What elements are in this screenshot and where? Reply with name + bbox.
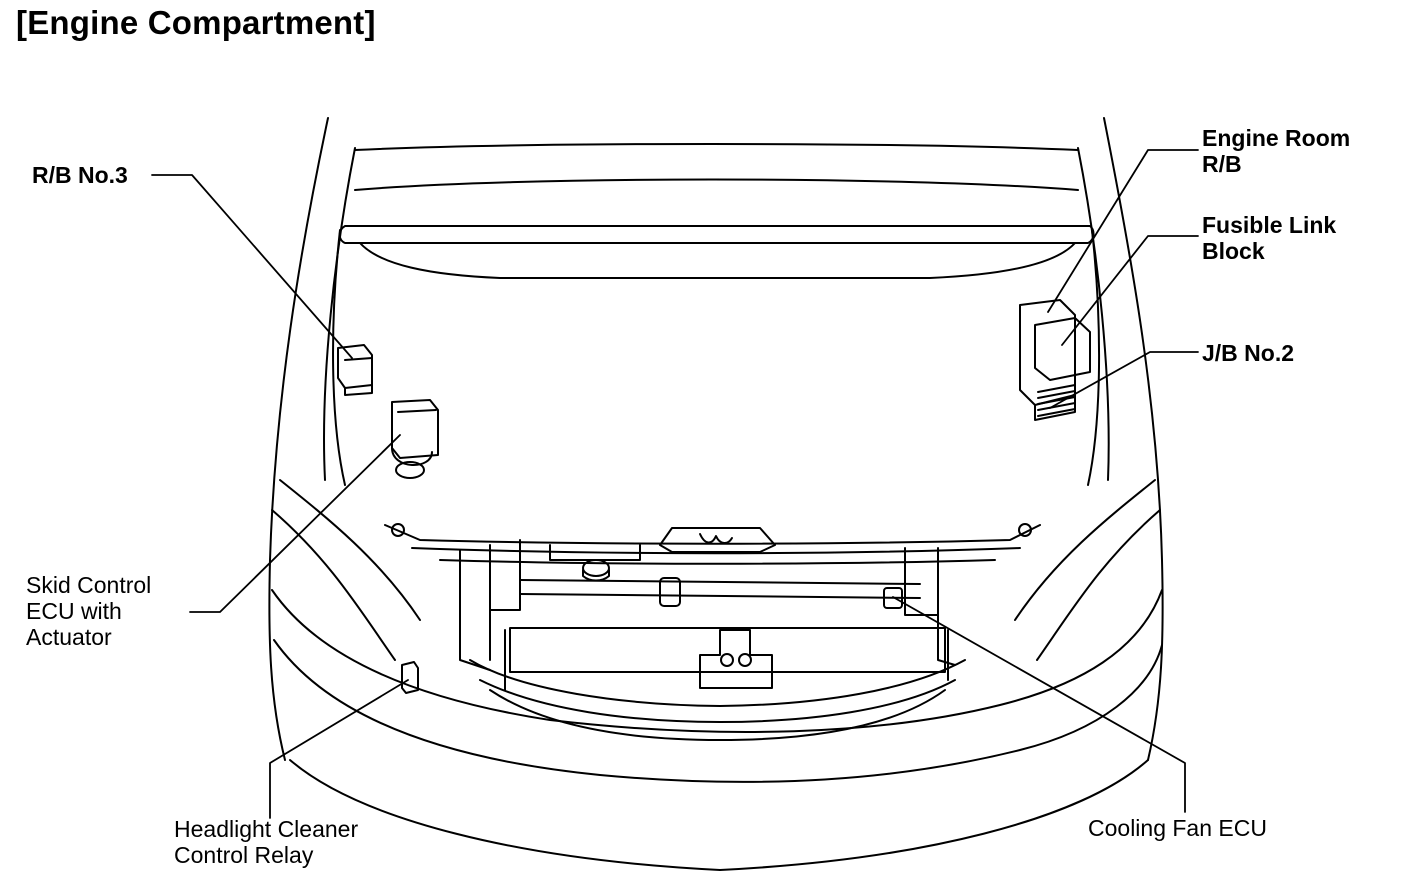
label-cooling-fan-ecu: Cooling Fan ECU xyxy=(1088,815,1267,841)
label-rb-no3: R/B No.3 xyxy=(32,162,128,188)
rb-no3-box xyxy=(337,344,373,396)
engine-bay xyxy=(384,523,1041,691)
headlight-cleaner-relay-box xyxy=(401,661,419,694)
leader-engine-room-rb xyxy=(1047,149,1199,313)
skid-control-ecu-box xyxy=(391,399,439,479)
leader-skid-control xyxy=(189,434,401,613)
vehicle-body xyxy=(268,117,1164,871)
label-fusible-link-block: Fusible Link Block xyxy=(1202,212,1337,264)
leader-jb-no2 xyxy=(1049,351,1199,409)
label-headlight-cleaner-relay: Headlight Cleaner Control Relay xyxy=(174,816,359,868)
leader-lines xyxy=(151,149,1199,819)
label-engine-room-rb: Engine Room R/B xyxy=(1202,125,1351,177)
leader-rb-no3 xyxy=(151,174,353,359)
label-jb-no2: J/B No.2 xyxy=(1202,340,1295,366)
junction-block-assembly xyxy=(1019,299,1091,421)
label-skid-control-ecu: Skid Control ECU with Actuator xyxy=(26,572,152,650)
leader-cooling-fan xyxy=(892,596,1186,813)
leader-fusible-link xyxy=(1061,235,1199,346)
page-title: [Engine Compartment] xyxy=(16,4,376,41)
leader-headlight-relay xyxy=(269,679,409,819)
